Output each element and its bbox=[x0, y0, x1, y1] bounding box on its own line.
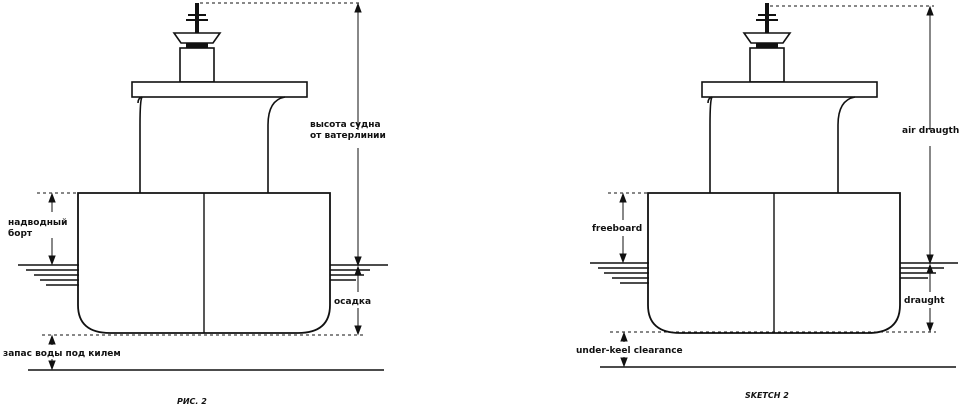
draught-dim-right bbox=[926, 263, 934, 333]
waterline-left bbox=[18, 264, 388, 286]
air-draught-label-left-line2: от ватерлинии bbox=[310, 131, 386, 141]
air-draught-dim-left bbox=[354, 2, 362, 267]
panel-left: высота судна от ватерлинии надводный бор… bbox=[3, 2, 388, 406]
ukc-dim-left bbox=[48, 334, 56, 371]
panel-right: air draugth freeboard draught under-keel… bbox=[576, 2, 959, 400]
freeboard-label-right: freeboard bbox=[592, 224, 642, 234]
waterline-right bbox=[590, 262, 958, 284]
freeboard-dim-left bbox=[48, 192, 56, 266]
freeboard-label-left-line2: борт bbox=[8, 228, 33, 239]
ship-drawing-right bbox=[647, 2, 901, 334]
ukc-dim-right bbox=[620, 331, 628, 368]
air-draught-dim-right bbox=[926, 5, 934, 265]
ship-drawing-left bbox=[77, 2, 331, 334]
caption-right: SKETCH 2 bbox=[745, 391, 789, 400]
air-draught-label-left-line1: высота судна bbox=[310, 120, 381, 130]
draught-label-right: draught bbox=[904, 296, 945, 306]
freeboard-dim-right bbox=[619, 192, 627, 264]
draught-dim-left bbox=[354, 265, 362, 336]
freeboard-label-left-line1: надводный bbox=[8, 218, 67, 228]
ukc-label-right: under-keel clearance bbox=[576, 346, 683, 356]
ukc-label-left: запас воды под килем bbox=[3, 349, 121, 359]
caption-left: РИС. 2 bbox=[177, 397, 207, 406]
air-draught-label-right: air draugth bbox=[902, 126, 959, 136]
draught-label-left: осадка bbox=[334, 297, 371, 307]
